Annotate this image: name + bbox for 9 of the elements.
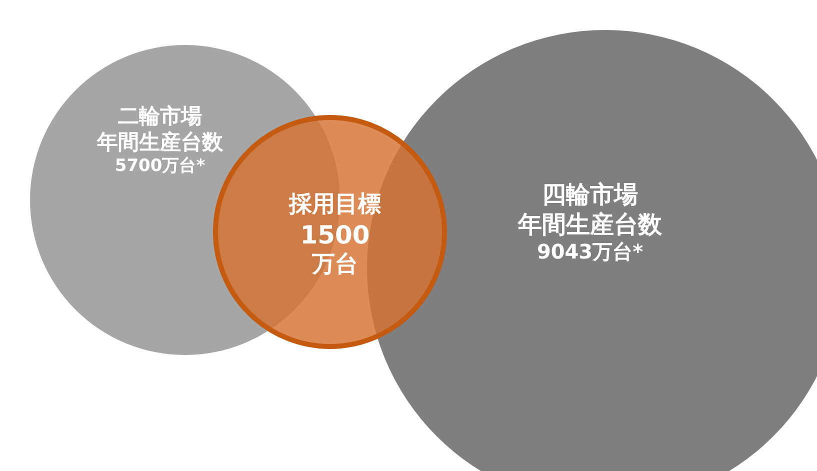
circle-label: 5700万台* xyxy=(114,156,206,177)
circle-label: 年間生産台数 xyxy=(97,129,223,156)
circle-label: 1500 xyxy=(300,219,370,251)
circle-label: 二輪市場 xyxy=(118,103,202,130)
circle-label: 採用目標 xyxy=(289,190,381,220)
circle-label: 9043万台* xyxy=(536,240,644,264)
circle-label: 四輪市場 xyxy=(542,180,638,210)
circle-label: 年間生産台数 xyxy=(518,210,662,240)
circle-label: 万台 xyxy=(312,250,358,280)
